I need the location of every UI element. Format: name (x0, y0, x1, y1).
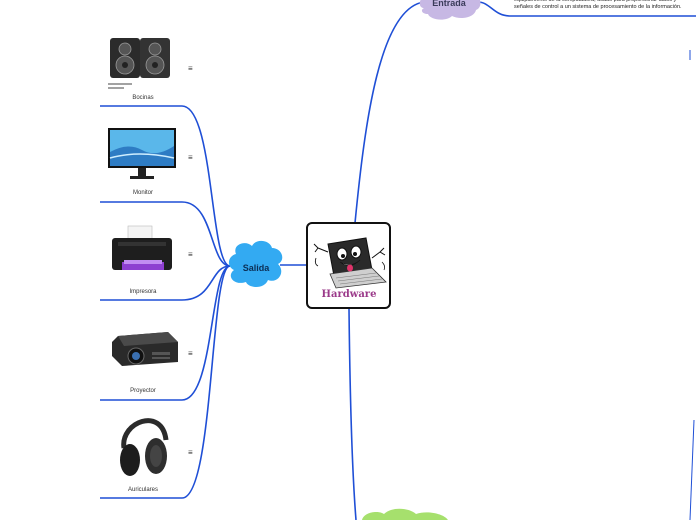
salida-cloud[interactable]: Salida (228, 240, 283, 287)
menu-icon-impresora[interactable]: ≡ (188, 250, 193, 259)
item-label-monitor: Monitor (132, 190, 153, 196)
menu-icon-monitor[interactable]: ≡ (188, 153, 193, 162)
connector-bocinas (100, 105, 231, 267)
menu-icon-proyector[interactable]: ≡ (188, 349, 193, 358)
bottom-cloud[interactable] (362, 508, 448, 520)
cartoon-laptop-icon (313, 237, 387, 289)
connector-center-entrada (354, 1, 425, 224)
connector-monitor (100, 201, 231, 267)
salida-label: Salida (243, 263, 271, 273)
projector-icon (112, 332, 178, 366)
printer-icon (112, 225, 172, 270)
headphones-icon (120, 418, 169, 476)
connector-proyector (100, 265, 231, 401)
entrada-cloud[interactable]: Entrada (419, 0, 481, 20)
menu-icon-bocinas[interactable]: ≡ (188, 64, 193, 73)
monitor-icon (108, 128, 176, 179)
speakers-icon (108, 38, 170, 89)
entrada-label: Entrada (432, 0, 467, 8)
connector-lines (100, 1, 696, 520)
connector-entrada-desc (477, 1, 696, 17)
connector-right-edge-bottom (689, 419, 695, 520)
hardware-title: Hardware (321, 289, 377, 300)
item-label-bocinas: Bocinas (132, 95, 154, 101)
item-label-impresora: Impresora (129, 289, 157, 295)
connector-center-bottom (348, 308, 357, 520)
menu-icon-auriculares[interactable]: ≡ (188, 448, 193, 457)
item-label-proyector: Proyector (130, 388, 156, 394)
entrada-description: equipamiento de la computadora, usado pa… (514, 0, 682, 10)
item-label-auriculares: Auriculares (127, 487, 158, 493)
connector-auriculares (100, 265, 231, 499)
hardware-node[interactable] (306, 222, 391, 309)
connector-impresora (100, 265, 231, 301)
